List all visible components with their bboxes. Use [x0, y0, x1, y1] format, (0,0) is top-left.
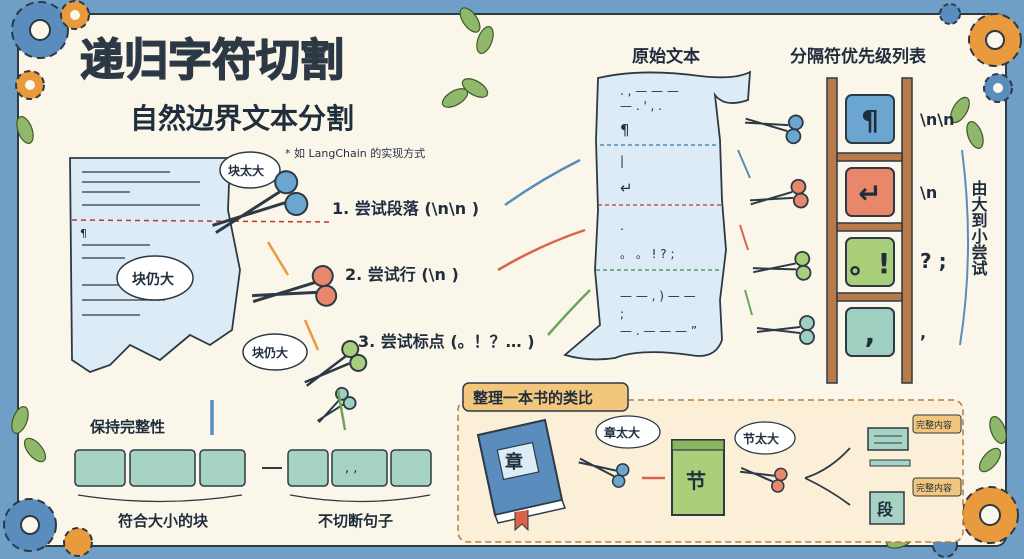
scroll-line: ;: [620, 307, 624, 321]
scissors-icon-book-1: [578, 457, 630, 488]
step-2-label: 2. 尝试行 (\n ): [345, 265, 459, 284]
svg-text:块仍大: 块仍大: [252, 345, 288, 360]
langchain-note: * 如 LangChain 的实现方式: [285, 146, 425, 160]
scroll-line: ¶: [620, 121, 630, 139]
gear-icon-top-right: [939, 3, 1022, 103]
paragraph-label: 段: [877, 500, 894, 519]
tag-complete-1: 完整内容: [912, 414, 962, 434]
priority-label: \n: [920, 183, 937, 202]
priority-icon: 。!: [850, 247, 891, 280]
scroll-lines: . , — — —— . ' , . ¶ | ↵. 。 。 ! ? ; — — , ) —…: [620, 84, 697, 338]
scissors-icon-2: [251, 265, 338, 307]
puzzle-left-label: 保持完整性: [89, 418, 165, 436]
priority-title: 分隔符优先级列表: [790, 46, 927, 67]
priority-side-label: 由大到小尝试: [969, 179, 988, 277]
scissors-icon-8: [756, 315, 815, 345]
scroll-title: 原始文本: [632, 46, 700, 67]
step-1-label: 1. 尝试段落 (\n\n ): [332, 199, 479, 218]
gear-icon-bottom-left: [3, 498, 93, 557]
priority-icon-box: [845, 167, 895, 217]
scissors-icon-5: [744, 114, 804, 145]
step-3-label: 3. 尝试标点 (。！？… ): [358, 332, 535, 351]
priority-icon: ,: [865, 317, 876, 350]
gear-icon-bottom-right: [932, 486, 1019, 558]
priority-icon-box: [845, 307, 895, 357]
priority-icon-box: [845, 94, 895, 144]
tag-complete-2: 完整内容: [912, 477, 962, 497]
text-scroll: [563, 70, 752, 361]
ladder: [826, 77, 913, 384]
subtitle: 自然边界文本分割: [130, 102, 354, 135]
book-section-label: 节: [686, 469, 706, 493]
puzzle-right-caption: 不切断句子: [318, 512, 393, 530]
bubble-too-big: 块太大: [219, 151, 281, 189]
scissors-icon-1: [212, 170, 309, 234]
book-chapter-label: 章: [505, 451, 523, 473]
scroll-line: .: [620, 219, 624, 233]
book-section: 节: [671, 439, 725, 516]
gear-icon-top-left: [11, 0, 90, 100]
puzzle-chunks-left: [74, 449, 246, 487]
priority-icon: ↵: [858, 177, 881, 210]
scroll-line: . , — — —: [620, 84, 679, 98]
priority-icon-box: [845, 237, 895, 287]
left-brace: [77, 494, 243, 503]
paragraph-blocks: 段: [867, 427, 911, 525]
right-brace: [289, 494, 431, 503]
svg-text:完整内容: 完整内容: [916, 419, 952, 431]
svg-text:块太大: 块太大: [228, 163, 264, 178]
bubble-section-too-big: 节太大: [734, 421, 796, 455]
puzzle-left-caption: 符合大小的块: [118, 512, 209, 530]
priority-arrow: [959, 149, 970, 346]
book-branch-arrows: [804, 447, 851, 506]
scissors-icon-6: [749, 178, 809, 209]
svg-text:节太大: 节太大: [743, 431, 779, 446]
scroll-line: ↵: [620, 179, 633, 197]
puzzle-right-text: , ,: [345, 461, 357, 476]
step-arrows: [210, 241, 347, 435]
arrows-to-scroll: [497, 158, 591, 336]
scissor-chain-arrows: [737, 149, 753, 316]
scissors-icon-7: [752, 250, 812, 281]
puzzle-chunks-right: [287, 449, 432, 487]
priority-label: ,: [920, 323, 926, 342]
scroll-line: — — , ) — —: [620, 289, 696, 303]
analogy-title: 整理一本书的类比: [473, 389, 593, 407]
book-chapter: 章: [476, 418, 567, 532]
scroll-line: — . — — — ”: [620, 324, 697, 338]
priority-icon: ¶: [861, 104, 879, 137]
main-title: 递归字符切割: [80, 35, 344, 86]
scissors-icon-3: [304, 340, 368, 387]
scroll-line: 。 。 ! ? ;: [620, 247, 674, 261]
svg-text:完整内容: 完整内容: [916, 482, 952, 494]
scissors-icon-book-2: [740, 466, 788, 493]
leaf-decoration: [11, 7, 1007, 549]
svg-text:块仍大: 块仍大: [132, 271, 174, 288]
priority-label: \n\n: [920, 110, 954, 129]
scroll-line: |: [620, 154, 624, 168]
bubble-still-big-2: 块仍大: [242, 333, 308, 371]
priority-items: ¶ \n\n ↵ \n 。! ? ;,,: [845, 94, 954, 357]
para-mark: ¶: [80, 227, 87, 240]
bubble-still-big-1: 块仍大: [116, 255, 194, 301]
bubble-chapter-too-big: 章太大: [595, 415, 661, 449]
scroll-line: — . ' , .: [620, 99, 662, 113]
priority-label: ? ;: [920, 249, 947, 273]
scissors-icon-4: [317, 386, 357, 424]
svg-text:章太大: 章太大: [604, 425, 640, 440]
